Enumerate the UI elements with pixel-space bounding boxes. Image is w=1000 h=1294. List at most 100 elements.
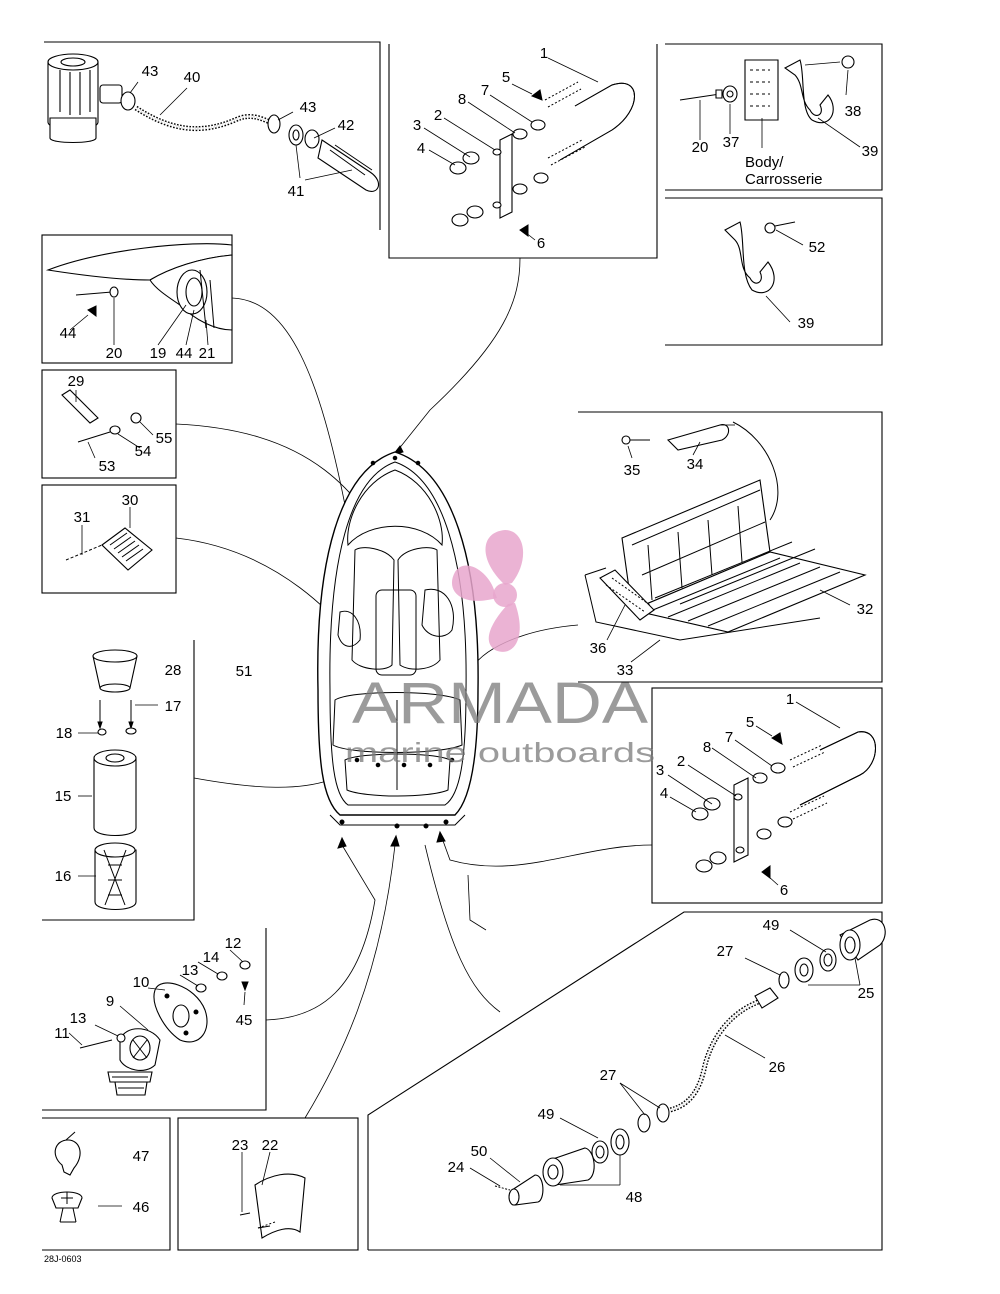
label-part-24: 24 (448, 1159, 465, 1176)
panel-cover-border (177, 1117, 359, 1251)
panel-rack-border (578, 411, 883, 683)
label-part-7-a: 7 (481, 82, 489, 99)
watermark-tagline: marine outboards (345, 737, 655, 768)
label-part-6-a: 6 (537, 235, 545, 252)
front-storage-assembly (45, 243, 233, 346)
propeller-blade-right (488, 603, 520, 652)
label-part-8-a: 8 (458, 91, 466, 108)
label-part-27-b: 27 (600, 1067, 617, 1084)
panel-bilge-pump-border (44, 41, 381, 230)
label-part-22: 22 (262, 1137, 279, 1154)
label-part-12: 12 (225, 935, 242, 952)
panel-venturi-border (367, 911, 883, 1251)
cover-assembly (239, 1151, 306, 1239)
label-part-49-a: 49 (763, 917, 780, 934)
panel-pad-border (41, 484, 177, 594)
label-part-2-b: 2 (677, 753, 685, 770)
watermark-brand: ARMADA (352, 671, 648, 736)
body-label-line1: Body/ (745, 154, 784, 171)
label-part-13-a: 13 (182, 962, 199, 979)
label-part-4-a: 4 (417, 140, 425, 157)
mooring-hook-mid-assembly (667, 701, 876, 886)
label-part-29: 29 (68, 373, 85, 390)
panel-clamp-border (42, 1117, 171, 1251)
label-part-38: 38 (845, 103, 862, 120)
label-part-37: 37 (723, 134, 740, 151)
body-label-line2: Carrosserie (745, 171, 823, 188)
label-part-4-b: 4 (660, 785, 668, 802)
label-part-23: 23 (232, 1137, 249, 1154)
label-part-54: 54 (135, 443, 152, 460)
label-part-43-a: 43 (142, 63, 159, 80)
label-part-20-b: 20 (106, 345, 123, 362)
drain-plug-assembly (68, 949, 251, 1096)
label-part-49-b: 49 (538, 1106, 555, 1123)
label-part-55: 55 (156, 430, 173, 447)
venturi-hose-assembly (469, 918, 886, 1206)
rack-assembly (584, 421, 867, 663)
label-part-31: 31 (74, 509, 91, 526)
label-part-21: 21 (199, 345, 216, 362)
pad-assembly (65, 507, 153, 571)
label-part-15: 15 (55, 788, 72, 805)
label-part-36: 36 (590, 640, 607, 657)
propeller-hub (493, 583, 517, 607)
clamp-assembly (51, 1131, 122, 1223)
panel-drain-cup-border (42, 640, 195, 921)
panel-borders (41, 41, 883, 1251)
label-part-14: 14 (203, 949, 220, 966)
label-part-46: 46 (133, 1199, 150, 1216)
label-part-41: 41 (288, 183, 305, 200)
label-part-10: 10 (133, 974, 150, 991)
label-part-26: 26 (769, 1059, 786, 1076)
label-part-8-b: 8 (703, 739, 711, 756)
label-part-11: 11 (54, 1025, 70, 1042)
label-part-40: 40 (184, 69, 201, 86)
propeller-blade-top (485, 530, 524, 585)
drain-cup-assembly (78, 649, 158, 911)
label-part-7-b: 7 (725, 729, 733, 746)
label-part-42: 42 (338, 117, 355, 134)
label-part-30: 30 (122, 492, 139, 509)
label-part-44-b: 44 (176, 345, 193, 362)
mooring-hook-top-assembly (423, 57, 635, 241)
label-part-48: 48 (626, 1189, 643, 1206)
label-part-19: 19 (150, 345, 167, 362)
label-part-18: 18 (56, 725, 73, 742)
label-part-20-a: 20 (692, 139, 709, 156)
label-part-1-a: 1 (540, 45, 548, 62)
label-part-16: 16 (55, 868, 72, 885)
panel-clip-border (665, 197, 883, 346)
propeller-logo-icon (451, 530, 524, 652)
label-part-35: 35 (624, 462, 641, 479)
propeller-blade-left (451, 565, 497, 601)
label-part-32: 32 (857, 601, 874, 618)
drawing-code: 28J-0603 (44, 1254, 82, 1264)
label-part-1-b: 1 (786, 691, 794, 708)
body-clip-assembly (679, 55, 861, 148)
armada-watermark: ARMADA marine outboards (345, 530, 655, 768)
label-part-13-b: 13 (70, 1010, 87, 1027)
label-part-9: 9 (106, 993, 114, 1010)
label-part-34: 34 (687, 456, 704, 473)
label-part-39-b: 39 (798, 315, 815, 332)
part-number-labels: 43 40 43 42 41 1 5 7 8 2 3 4 6 38 20 37 … (44, 45, 878, 1264)
label-part-51: 51 (236, 663, 253, 680)
label-part-52: 52 (809, 239, 826, 256)
watercraft-hull (317, 451, 479, 829)
label-part-5-a: 5 (502, 69, 510, 86)
label-part-44-a: 44 (60, 325, 77, 342)
tube-assembly (61, 389, 154, 459)
label-part-45: 45 (236, 1012, 253, 1029)
label-part-2-a: 2 (434, 107, 442, 124)
panel-drain-plug-border (42, 928, 267, 1111)
label-part-17: 17 (165, 698, 182, 715)
label-part-27-a: 27 (717, 943, 734, 960)
panel-mooring-hook-mid-border (651, 687, 883, 904)
label-part-50: 50 (471, 1143, 488, 1160)
panel-body-clip-border (665, 43, 883, 191)
clip-assembly (724, 221, 804, 323)
label-part-47: 47 (133, 1148, 150, 1165)
label-part-3-b: 3 (656, 762, 664, 779)
